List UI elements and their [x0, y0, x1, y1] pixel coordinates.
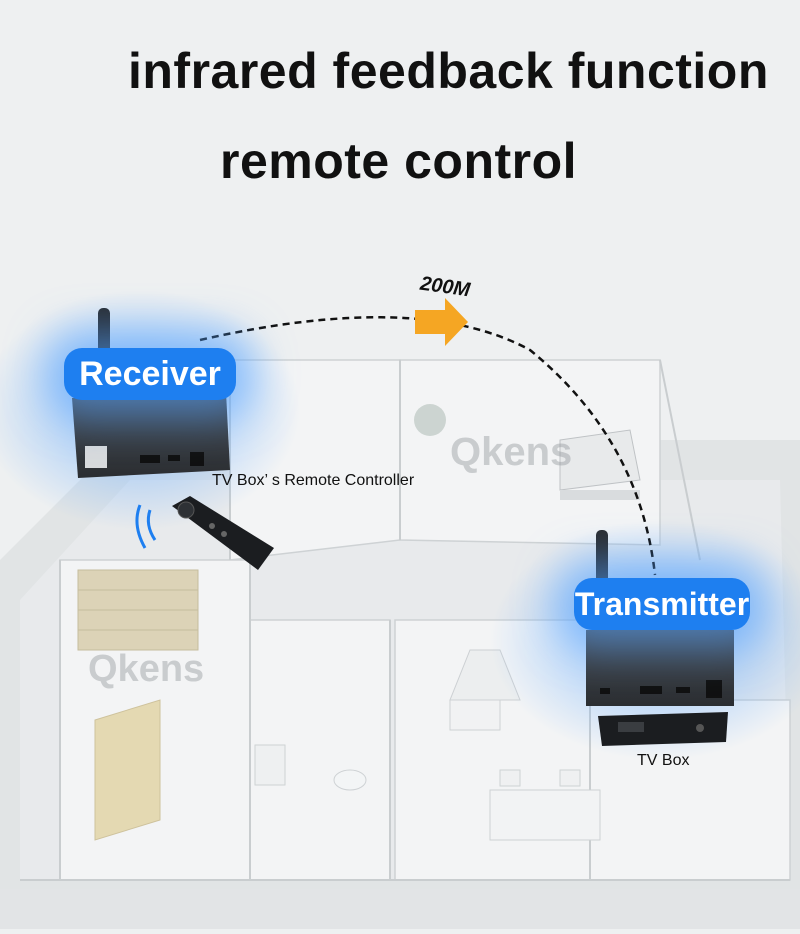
tv-box-device	[598, 712, 728, 746]
direction-arrow	[415, 298, 468, 346]
signal-path	[199, 316, 657, 576]
headline-line-1: infrared feedback function	[128, 43, 769, 99]
bookshelf	[77, 569, 199, 651]
remote-controller-caption: TV Box’ s Remote Controller	[212, 472, 415, 489]
receiver-badge: Receiver	[64, 348, 236, 400]
remote-controller-icon	[135, 496, 274, 570]
headline-line-2: remote control	[220, 133, 578, 189]
transmitter-badge: Transmitter	[574, 578, 750, 630]
watermark: Qkens	[88, 648, 205, 690]
tv-box-caption: TV Box	[637, 752, 690, 769]
watermark: Qkens	[450, 430, 573, 474]
